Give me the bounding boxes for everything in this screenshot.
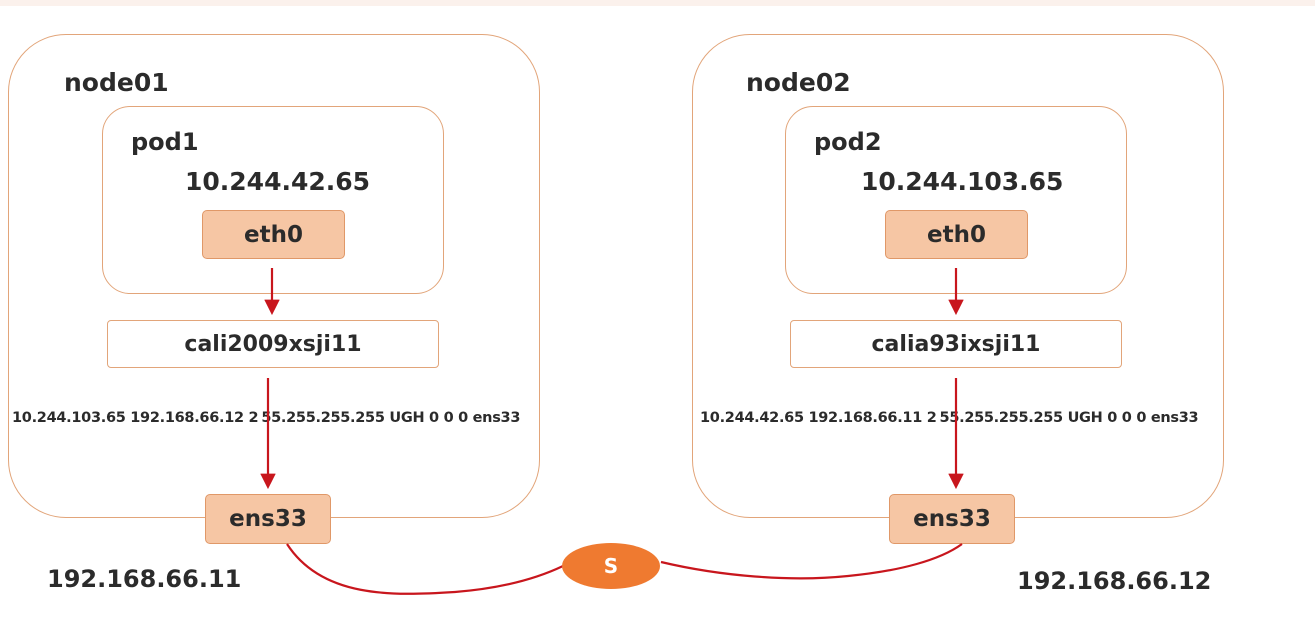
node02-veth-interface: calia93ixsji11 — [790, 320, 1122, 368]
pod1-eth0-interface: eth0 — [202, 210, 345, 259]
link-switch-to-node02 — [660, 543, 963, 580]
node02-host-ip: 192.168.66.12 — [1017, 567, 1212, 595]
switch-label: S — [603, 554, 619, 578]
top-strip — [0, 0, 1315, 6]
pod2-box — [785, 106, 1127, 294]
pod2-ip: 10.244.103.65 — [861, 167, 1064, 196]
node01-route-entry-part1: 10.244.103.65 192.168.66.12 2 — [12, 410, 259, 426]
node01-veth-interface: cali2009xsji11 — [107, 320, 439, 368]
node01-route-entry-part2: 55.255.255.255 UGH 0 0 0 ens33 — [261, 410, 521, 426]
pod2-title: pod2 — [814, 128, 882, 156]
node01-host-ip: 192.168.66.11 — [47, 565, 242, 593]
pod1-box — [102, 106, 444, 294]
node02-title: node02 — [746, 68, 851, 97]
link-node01-to-switch — [286, 543, 564, 595]
switch-icon: S — [562, 543, 660, 589]
node01-ens33-interface: ens33 — [205, 494, 331, 544]
node02-ens33-interface: ens33 — [889, 494, 1015, 544]
pod2-eth0-interface: eth0 — [885, 210, 1028, 259]
pod1-ip: 10.244.42.65 — [185, 167, 371, 196]
pod1-title: pod1 — [131, 128, 199, 156]
node02-route-entry-part2: 55.255.255.255 UGH 0 0 0 ens33 — [939, 410, 1199, 426]
node01-title: node01 — [64, 68, 169, 97]
node02-route-entry-part1: 10.244.42.65 192.168.66.11 2 — [700, 410, 937, 426]
